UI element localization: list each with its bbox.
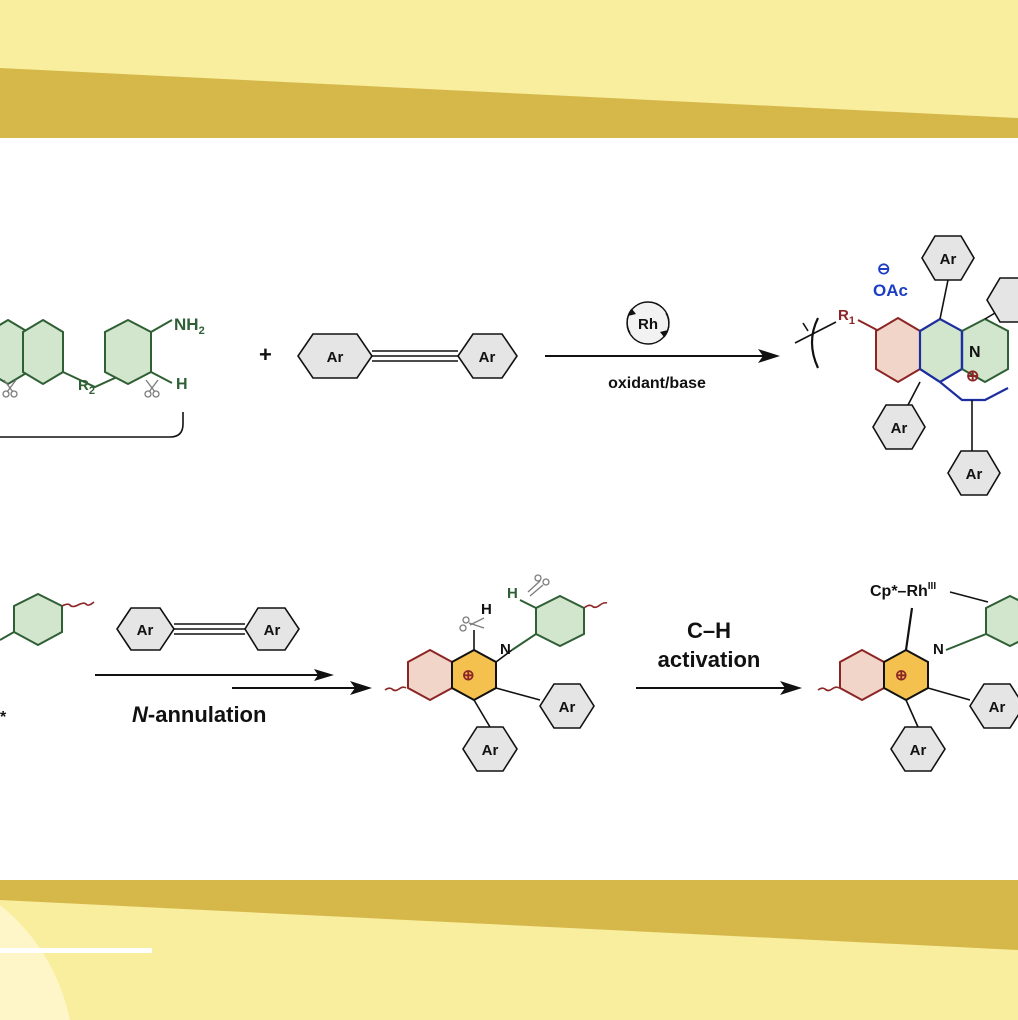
oac-label: OAc — [873, 281, 908, 300]
red-benzo-ring — [875, 316, 921, 384]
aryl-hexagon — [969, 683, 1018, 729]
scissors-icon — [527, 574, 550, 597]
aryl-hexagon — [457, 333, 518, 379]
plus-sign: + — [259, 342, 272, 367]
pyridinium-charge: ⊕ — [462, 667, 475, 684]
ar-label: Ar — [137, 622, 154, 639]
n-label: N — [933, 641, 944, 658]
acetate-charge: ⊖ — [877, 261, 890, 278]
top-reactant-diarylalkyne: Ar Ar — [297, 333, 518, 379]
top-reactant-dianiline: R2 NH2 H — [0, 315, 205, 438]
h-label: H — [481, 601, 492, 618]
ar-label: Ar — [264, 622, 281, 639]
isoquinolinium-intermediate: ⊕ N H H Ar Ar — [384, 574, 608, 772]
top-reaction-arrow: Rh oxidant/base — [545, 301, 780, 392]
activation-label: activation — [658, 647, 761, 672]
wavy-bond-icon — [817, 686, 840, 692]
wavy-bond-icon — [384, 686, 407, 692]
n-label: N — [969, 344, 981, 361]
aryl-hexagon — [116, 607, 175, 651]
oxidant-base-label: oxidant/base — [608, 375, 706, 392]
pyridinium-charge: ⊕ — [895, 667, 908, 684]
red-benzo-ring — [407, 648, 453, 702]
aryl-hexagon — [890, 726, 946, 772]
ar-label: Ar — [482, 742, 499, 759]
aryl-hexagon — [244, 607, 300, 651]
aryl-hexagon-partial — [986, 277, 1018, 323]
n-annulation-arrow: N-annulation — [95, 669, 372, 727]
bottom-white-line — [0, 948, 152, 953]
wavy-bond-icon — [61, 601, 95, 608]
white-panel — [0, 138, 1018, 880]
scissors-icon — [144, 379, 160, 398]
bottom-gold-band — [0, 880, 1018, 950]
green-aryl-ring-partial — [985, 594, 1018, 648]
r2-label: R2 — [78, 377, 95, 397]
polymer-bracket — [810, 317, 819, 369]
cp-rh-label: Cp*–RhIII — [870, 581, 936, 600]
rh-label: Rh — [638, 316, 658, 333]
ar-label: Ar — [327, 349, 344, 366]
ar-label: Ar — [910, 742, 927, 759]
asterisk-label: * — [0, 709, 7, 726]
n-annulation-label: N-annulation — [132, 702, 266, 727]
bottom-reactant-aniline: * — [0, 592, 95, 726]
ar-label: Ar — [989, 699, 1006, 716]
n-label: N — [500, 641, 511, 658]
aniline-ring — [104, 318, 152, 386]
top-gold-band — [0, 68, 1018, 138]
aryl-ring-middle — [22, 318, 64, 386]
ch-activation-arrow: C–H activation — [636, 618, 802, 695]
scissors-icon — [2, 379, 18, 398]
ar-label: Ar — [940, 251, 957, 268]
rh-catalyst-cycle-icon: Rh — [626, 301, 670, 345]
ar-label: Ar — [966, 466, 983, 483]
aryl-hexagon — [872, 404, 926, 450]
ar-label: Ar — [479, 349, 496, 366]
pyridinium-charge: ⊕ — [966, 368, 979, 385]
corner-highlight — [0, 905, 70, 1020]
aryl-hexagon — [947, 450, 1001, 496]
ch-label: C–H — [687, 618, 731, 643]
nh2-label: NH2 — [174, 315, 205, 337]
aryl-hexagon — [539, 683, 595, 729]
ar-label: Ar — [891, 420, 908, 437]
bottom-alkyne-reagent: Ar Ar — [116, 607, 300, 651]
scissors-icon — [459, 616, 485, 632]
ar-label: Ar — [559, 699, 576, 716]
aryl-hexagon — [297, 333, 373, 379]
r1-label: R1 — [838, 307, 855, 327]
polymer-bracket — [0, 412, 184, 438]
green-aryl-ring — [535, 594, 585, 648]
h-label: H — [176, 376, 188, 393]
red-benzo-ring — [839, 648, 885, 702]
aryl-hexagon — [921, 235, 975, 281]
aryl-hexagon — [462, 726, 518, 772]
top-product-polycation: R1 N ⊕ ⊖ OAc Ar Ar Ar — [794, 235, 1018, 496]
h-label: H — [507, 585, 518, 602]
wavy-bond-icon — [583, 601, 608, 609]
rhodacycle-product: ⊕ N Cp*–RhIII Ar Ar — [817, 581, 1018, 772]
